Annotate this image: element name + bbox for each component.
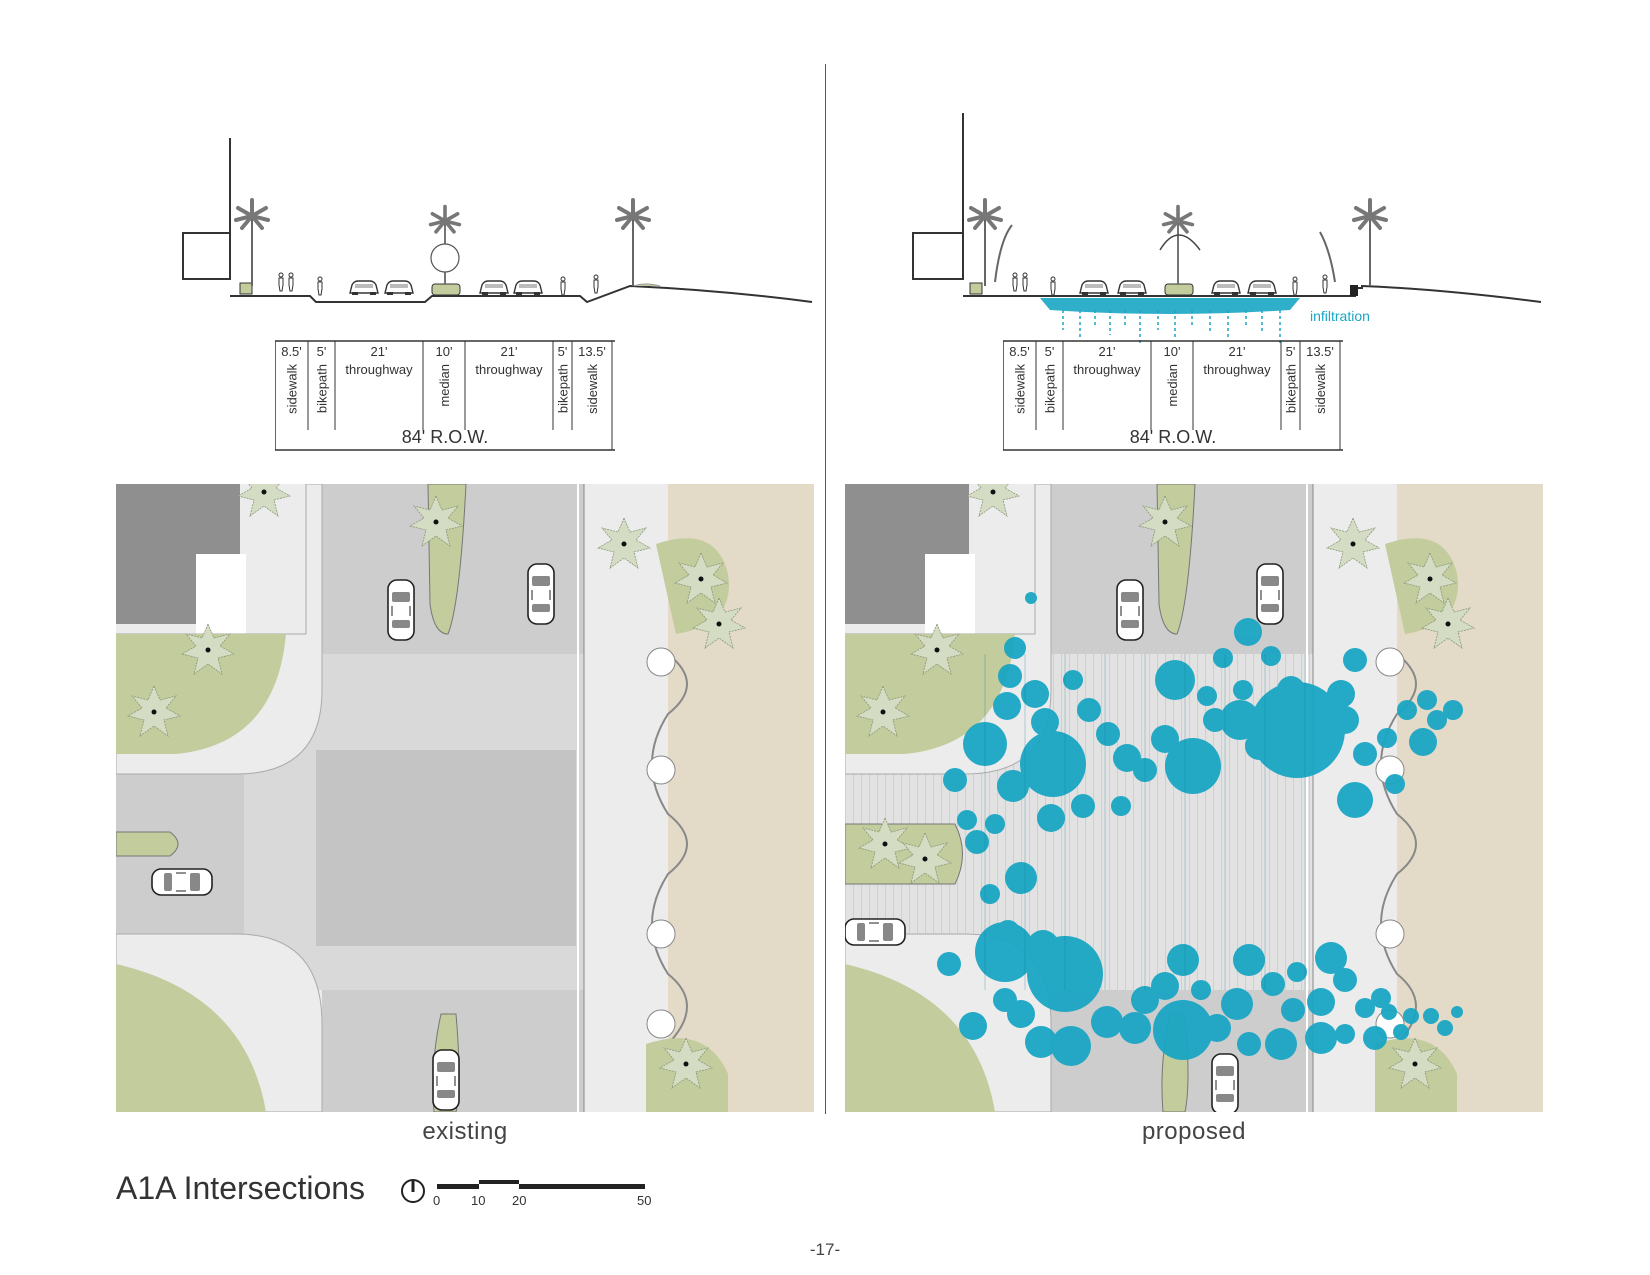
panel-divider [825, 64, 826, 1114]
infiltration-bubbles [937, 592, 1463, 1066]
proposed-caption: proposed [1141, 1118, 1247, 1145]
dim-zone-label: bikepath [1043, 364, 1058, 413]
scale-bar [437, 1180, 645, 1189]
dim-row-label: 84' R.O.W. [402, 427, 488, 447]
page-title: A1A Intersections [116, 1170, 366, 1206]
dim-width-label: 5' [1286, 344, 1296, 359]
existing-caption: existing [422, 1118, 508, 1145]
dim-zone-label: bikepath [315, 364, 330, 413]
dim-zone-label: throughway [475, 362, 543, 377]
dim-width-label: 13.5' [578, 344, 606, 359]
north-arrow-icon [401, 1179, 425, 1203]
page-number: -17- [809, 1240, 841, 1259]
dim-width-label: 21' [501, 344, 518, 359]
dim-zone-label: median [1165, 364, 1180, 407]
dim-width-label: 8.5' [1009, 344, 1030, 359]
dim-width-label: 8.5' [281, 344, 302, 359]
dim-width-label: 5' [317, 344, 327, 359]
dim-width-label: 21' [1099, 344, 1116, 359]
dim-width-label: 21' [371, 344, 388, 359]
dim-width-label: 13.5' [1306, 344, 1334, 359]
dim-zone-label: bikepath [556, 364, 571, 413]
dim-row-label: 84' R.O.W. [1130, 427, 1216, 447]
dim-width-label: 10' [436, 344, 453, 359]
dim-width-label: 10' [1164, 344, 1181, 359]
dim-zone-label: sidewalk [585, 364, 600, 414]
existing-plan [116, 484, 814, 1112]
dim-zone-label: median [437, 364, 452, 407]
dim-zone-label: sidewalk [1313, 364, 1328, 414]
proposed-dimension-svg: 8.5' sidewalk 5' bikepath 21' throughway 10' me… [1002, 340, 1343, 451]
scale-tick-50: 50 [637, 1193, 652, 1208]
dim-width-label: 21' [1229, 344, 1246, 359]
dim-zone-label: sidewalk [285, 364, 300, 414]
scale-tick-0: 0 [433, 1193, 441, 1208]
scale-tick-20: 20 [512, 1193, 527, 1208]
sections-svg [182, 113, 1542, 345]
dim-zone-label: throughway [345, 362, 413, 377]
existing-dimension-svg: 8.5' sidewalk 5' bikepath 21' throughway 10' me… [274, 340, 615, 451]
dim-zone-label: bikepath [1284, 364, 1299, 413]
existing-section-drawing [182, 138, 813, 304]
dim-zone-label: throughway [1203, 362, 1271, 377]
infiltration-label: infiltration [1310, 308, 1370, 324]
proposed-section-drawing [912, 113, 1542, 345]
proposed-dimension-table: 8.5' sidewalk 5' bikepath 21' throughway 10' me… [1002, 340, 1358, 452]
scale-tick-10: 10 [471, 1193, 486, 1208]
dim-width-label: 5' [1045, 344, 1055, 359]
proposed-plan [845, 484, 1543, 1112]
existing-dimension-table: 8.5' sidewalk 5' bikepath 21' throughway 10' me… [274, 340, 630, 452]
dim-zone-label: sidewalk [1013, 364, 1028, 414]
dim-zone-label: throughway [1073, 362, 1141, 377]
dim-width-label: 5' [558, 344, 568, 359]
